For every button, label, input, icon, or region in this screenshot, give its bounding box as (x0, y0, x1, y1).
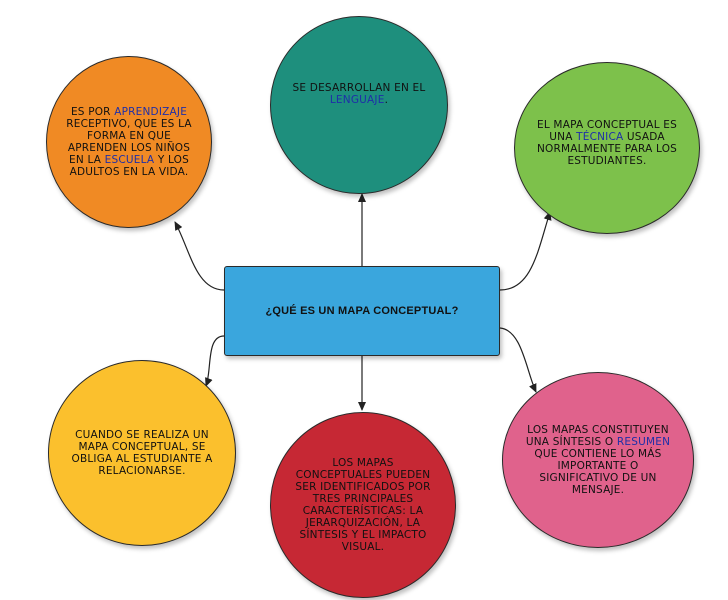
text-run: EL MAPA CONCEPTUAL ES UNA (537, 119, 677, 143)
text-run: RECEPTIVO, QUE ES LA FORMA EN QUE APREND… (66, 118, 192, 166)
node-bottom-right[interactable]: LOS MAPAS CONSTITUYEN UNA SÍNTESIS O RES… (502, 372, 694, 548)
text-run: USADA NORMALMENTE PARA LOS ESTUDIANTES. (536, 131, 678, 167)
node-bottom-center[interactable]: LOS MAPAS CONCEPTUALES PUEDEN SER IDENTI… (270, 412, 456, 598)
node-bottom-left[interactable]: CUANDO SE REALIZA UN MAPA CONCEPTUAL, SE… (48, 360, 236, 546)
text-run: LOS MAPAS CONSTITUYEN UNA SÍNTESIS O (525, 424, 669, 448)
node-top-right-text: EL MAPA CONCEPTUAL ES UNA TÉCNICA USADA … (532, 119, 682, 167)
connector-bottom-left (205, 335, 225, 387)
central-concept[interactable]: ¿QUÉ ES UN MAPA CONCEPTUAL? (224, 266, 500, 356)
node-top-left[interactable]: ES POR APRENDIZAJE RECEPTIVO, QUE ES LA … (46, 56, 212, 228)
text-run: CUANDO SE REALIZA UN MAPA CONCEPTUAL, SE… (71, 429, 213, 477)
text-run: Y LOS ADULTOS EN LA VIDA. (69, 154, 189, 178)
text-run: SE DESARROLLAN EN EL (292, 82, 426, 94)
text-run: LOS MAPAS CONCEPTUALES PUEDEN SER IDENTI… (295, 457, 431, 553)
keyword: APRENDIZAJE (114, 106, 188, 118)
node-bottom-left-text: CUANDO SE REALIZA UN MAPA CONCEPTUAL, SE… (60, 429, 225, 477)
node-bottom-center-text: LOS MAPAS CONCEPTUALES PUEDEN SER IDENTI… (288, 457, 438, 553)
keyword: TÉCNICA (576, 131, 624, 143)
central-concept-text: ¿QUÉ ES UN MAPA CONCEPTUAL? (265, 305, 459, 317)
node-top-left-text: ES POR APRENDIZAJE RECEPTIVO, QUE ES LA … (59, 106, 199, 178)
node-top-right[interactable]: EL MAPA CONCEPTUAL ES UNA TÉCNICA USADA … (514, 62, 700, 234)
node-top-center[interactable]: SE DESARROLLAN EN EL LENGUAJE. (270, 16, 448, 194)
node-top-center-text: SE DESARROLLAN EN EL LENGUAJE. (289, 82, 429, 106)
connector-bottom-right (499, 327, 537, 393)
text-run: QUE CONTIENE LO MÁS IMPORTANTE O SIGNIFI… (534, 448, 662, 496)
text-run: ES POR (70, 106, 115, 118)
node-bottom-right-text: LOS MAPAS CONSTITUYEN UNA SÍNTESIS O RES… (523, 424, 673, 496)
keyword: ESCUELA (104, 154, 155, 166)
connector-top-left (174, 221, 225, 291)
connector-top-right (499, 211, 552, 291)
keyword: RESUMEN (616, 436, 671, 448)
keyword: LENGUAJE (329, 94, 385, 106)
text-run: . (384, 94, 389, 106)
